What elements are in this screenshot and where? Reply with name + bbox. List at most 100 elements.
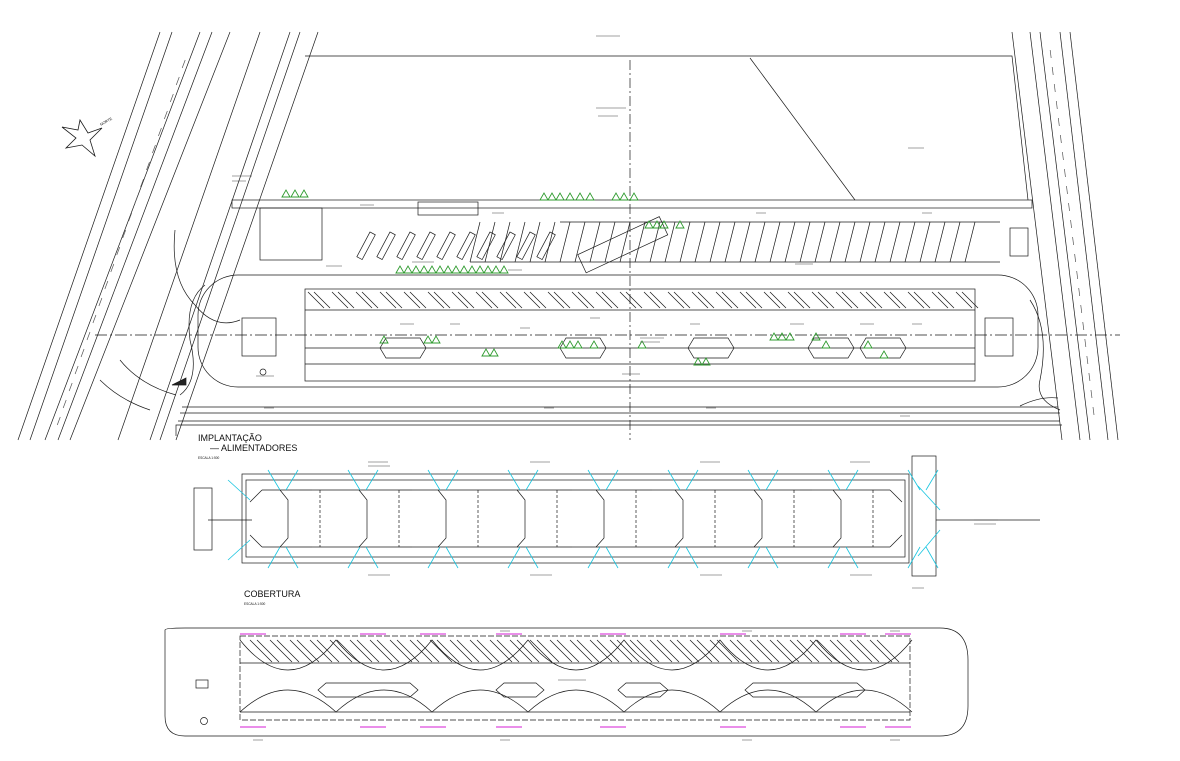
- cyan-conduit: [747, 469, 761, 491]
- road-dash: [110, 263, 115, 273]
- road-dash: [1064, 168, 1066, 178]
- end-booth-left: [241, 317, 277, 357]
- roof-stripe: [369, 639, 393, 663]
- platform-stripe: [385, 291, 403, 309]
- tree-icon: [299, 189, 309, 198]
- right-road: [1011, 31, 1119, 441]
- platform-stripe: [667, 291, 685, 309]
- parking-stripe: [604, 221, 616, 263]
- cyan-conduit: [365, 546, 379, 569]
- roof-stripe: [276, 639, 300, 663]
- parking-stripe: [649, 221, 661, 263]
- platform-stripe: [475, 291, 493, 309]
- road-dash: [1062, 151, 1064, 161]
- cyan-conduit: [667, 546, 681, 569]
- parking-stripe: [574, 221, 586, 263]
- cyan-conduit: [925, 546, 939, 569]
- tree-icon: [443, 265, 453, 274]
- tree-icon: [467, 265, 477, 274]
- road-dash: [1090, 389, 1093, 399]
- road-dash: [1053, 83, 1056, 93]
- tree-icon: [585, 192, 595, 201]
- roof-stripe: [436, 639, 460, 663]
- parking-stripe: [814, 221, 826, 263]
- tree-icon: [565, 192, 575, 201]
- parking-stripe: [469, 221, 481, 263]
- road-dash: [1092, 406, 1095, 416]
- parking-stripe: [514, 221, 526, 263]
- road-dash: [1080, 304, 1083, 314]
- platform-stripe: [499, 291, 517, 309]
- cyan-conduit: [587, 469, 601, 491]
- roof-stripe: [856, 639, 880, 663]
- cyan-conduit: [827, 546, 841, 569]
- roof-stripe: [556, 639, 580, 663]
- road-curve: [1019, 397, 1059, 407]
- gate-house: [1009, 227, 1029, 257]
- roof-stripe: [336, 639, 360, 663]
- feeder-outer: [241, 473, 910, 564]
- road-dash: [1078, 287, 1081, 297]
- north-arrow-icon: [61, 118, 103, 158]
- cyan-conduit: [365, 469, 379, 491]
- feeder-segments: [279, 489, 874, 548]
- road-dash: [1049, 49, 1052, 59]
- platform-stripe: [433, 291, 451, 309]
- road-dash: [1084, 338, 1087, 348]
- bay-box: [396, 231, 416, 261]
- roof-stripe: [509, 639, 533, 663]
- platform-booths: [379, 337, 907, 359]
- tree-icon: [785, 332, 795, 341]
- platform-stripe: [931, 291, 949, 309]
- road-line: [159, 31, 301, 441]
- tree-icon: [611, 192, 621, 201]
- road-dash: [80, 348, 85, 358]
- feeder-inner: [245, 479, 906, 558]
- segment-divider: [674, 489, 684, 548]
- tree-icon: [565, 340, 575, 349]
- parking-stripe: [619, 221, 631, 263]
- cyan-conduit: [507, 469, 521, 491]
- platform-stripe: [649, 291, 667, 309]
- roof-stripe: [809, 639, 833, 663]
- tree-icon: [701, 357, 711, 366]
- road-dash: [122, 229, 127, 239]
- bay-box: [376, 231, 396, 261]
- tree-icon: [644, 220, 654, 229]
- roof-stripe: [876, 639, 900, 663]
- tree-icon: [403, 265, 413, 274]
- road-line: [1011, 31, 1063, 441]
- roof-curve: [239, 639, 913, 671]
- platform-parking: [307, 291, 979, 309]
- roof-stripe: [269, 639, 293, 663]
- north-label: NORTE: [100, 117, 114, 127]
- lower-road-edge: [175, 424, 1062, 436]
- cyan-conduit: [907, 469, 921, 491]
- tree-icon: [557, 340, 567, 349]
- roof-stripe: [689, 639, 713, 663]
- upper-parking: [469, 221, 1000, 263]
- parking-stripe: [664, 221, 676, 263]
- section-scale-implantacao: ESCALA 1:500: [198, 456, 219, 460]
- magenta-tags: [240, 633, 911, 728]
- cyan-conduit: [347, 546, 361, 569]
- section-scale-cobertura: ESCALA 1:500: [244, 602, 265, 606]
- upper-strip: [231, 199, 1033, 209]
- main-island: [197, 274, 1039, 388]
- bay-box: [416, 231, 436, 261]
- tree-icon: [435, 265, 445, 274]
- cyan-conduit: [827, 469, 841, 491]
- road-dash: [92, 314, 97, 324]
- bay-box: [496, 231, 516, 261]
- cyan-conduits: [227, 469, 941, 569]
- cyan-conduit: [427, 546, 441, 569]
- parking-stripe: [544, 221, 556, 263]
- platform-stripe: [619, 291, 637, 309]
- roof-stripe: [649, 639, 673, 663]
- road-curve: [179, 284, 206, 396]
- platform-stripe: [571, 291, 589, 309]
- parking-stripe: [934, 221, 946, 263]
- tree-icon: [290, 189, 300, 198]
- roof-stripe: [756, 639, 780, 663]
- roof-stripe: [449, 639, 473, 663]
